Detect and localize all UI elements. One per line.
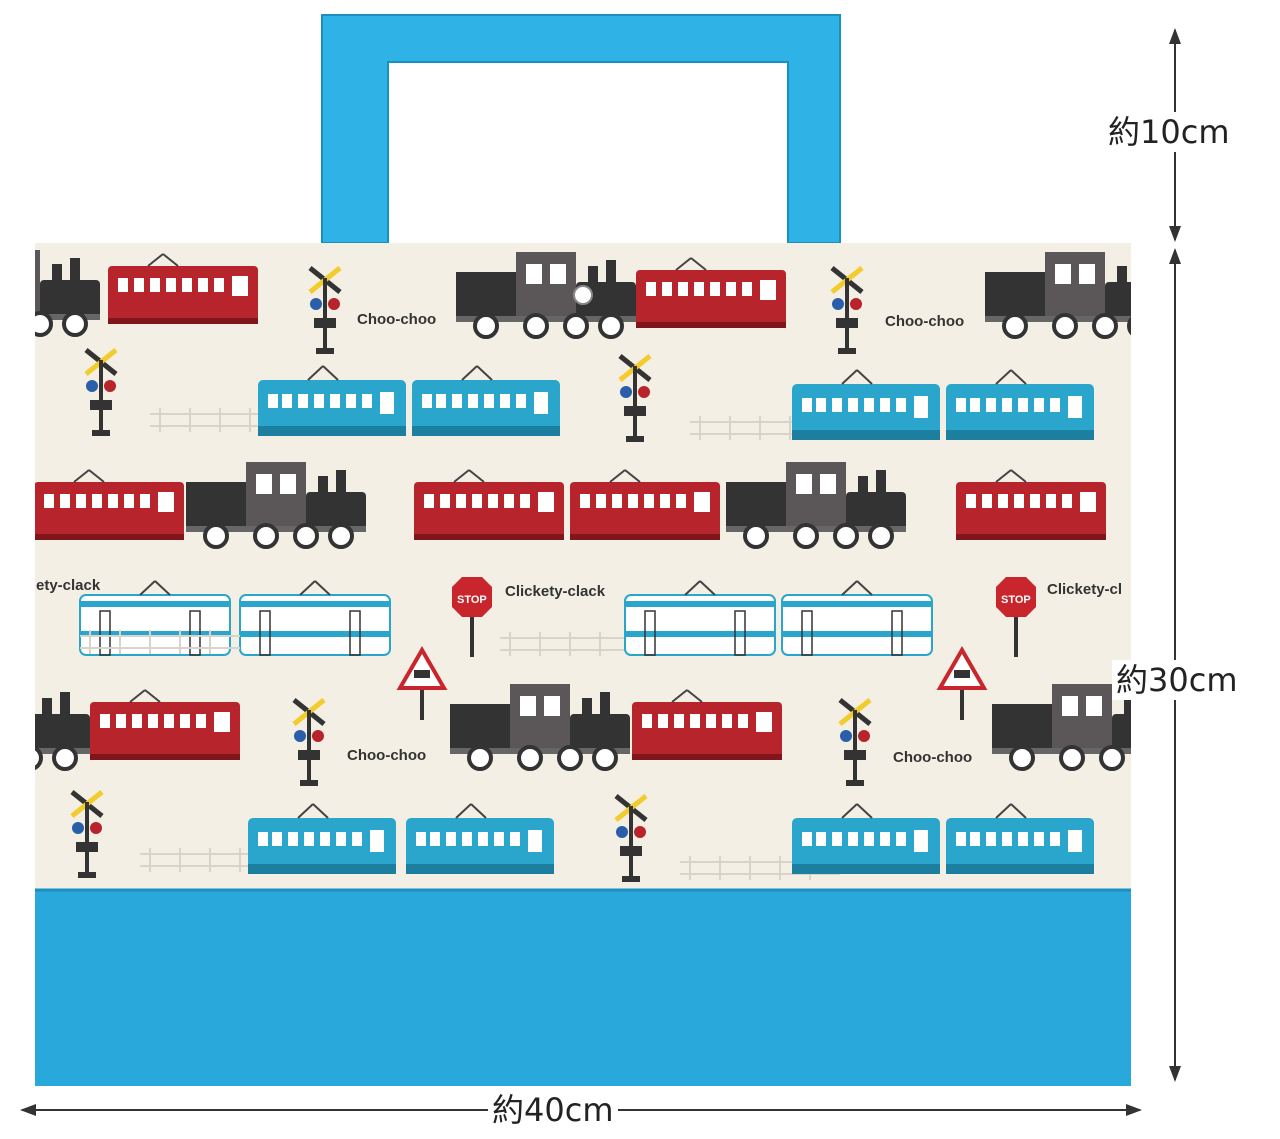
bag-print-panel bbox=[35, 243, 1131, 891]
handle-height-label: 約10cm bbox=[1104, 112, 1234, 152]
bag-height-label: 約30cm bbox=[1112, 660, 1242, 700]
print-word-clickety-2: Clickety-cl bbox=[1047, 581, 1122, 598]
stop-text-1: STOP bbox=[457, 594, 487, 606]
bag-bottom-panel bbox=[35, 890, 1131, 1086]
print-word-choo-4: Choo-choo bbox=[893, 749, 972, 766]
print-word-choo-2: Choo-choo bbox=[885, 313, 964, 330]
print-word-clickety-1: Clickety-clack bbox=[505, 583, 606, 600]
print-word-clickety-left: ety-clack bbox=[36, 577, 101, 594]
print-word-choo-3: Choo-choo bbox=[347, 747, 426, 764]
stop-text-2: STOP bbox=[1001, 594, 1031, 606]
train-pattern: Choo-choo Choo-choo ety-clack Clickety-c… bbox=[35, 248, 1131, 882]
bag-width-label: 約40cm bbox=[488, 1090, 618, 1130]
bag-handle bbox=[321, 14, 841, 244]
snap-button bbox=[573, 285, 593, 305]
print-word-choo-1: Choo-choo bbox=[357, 311, 436, 328]
